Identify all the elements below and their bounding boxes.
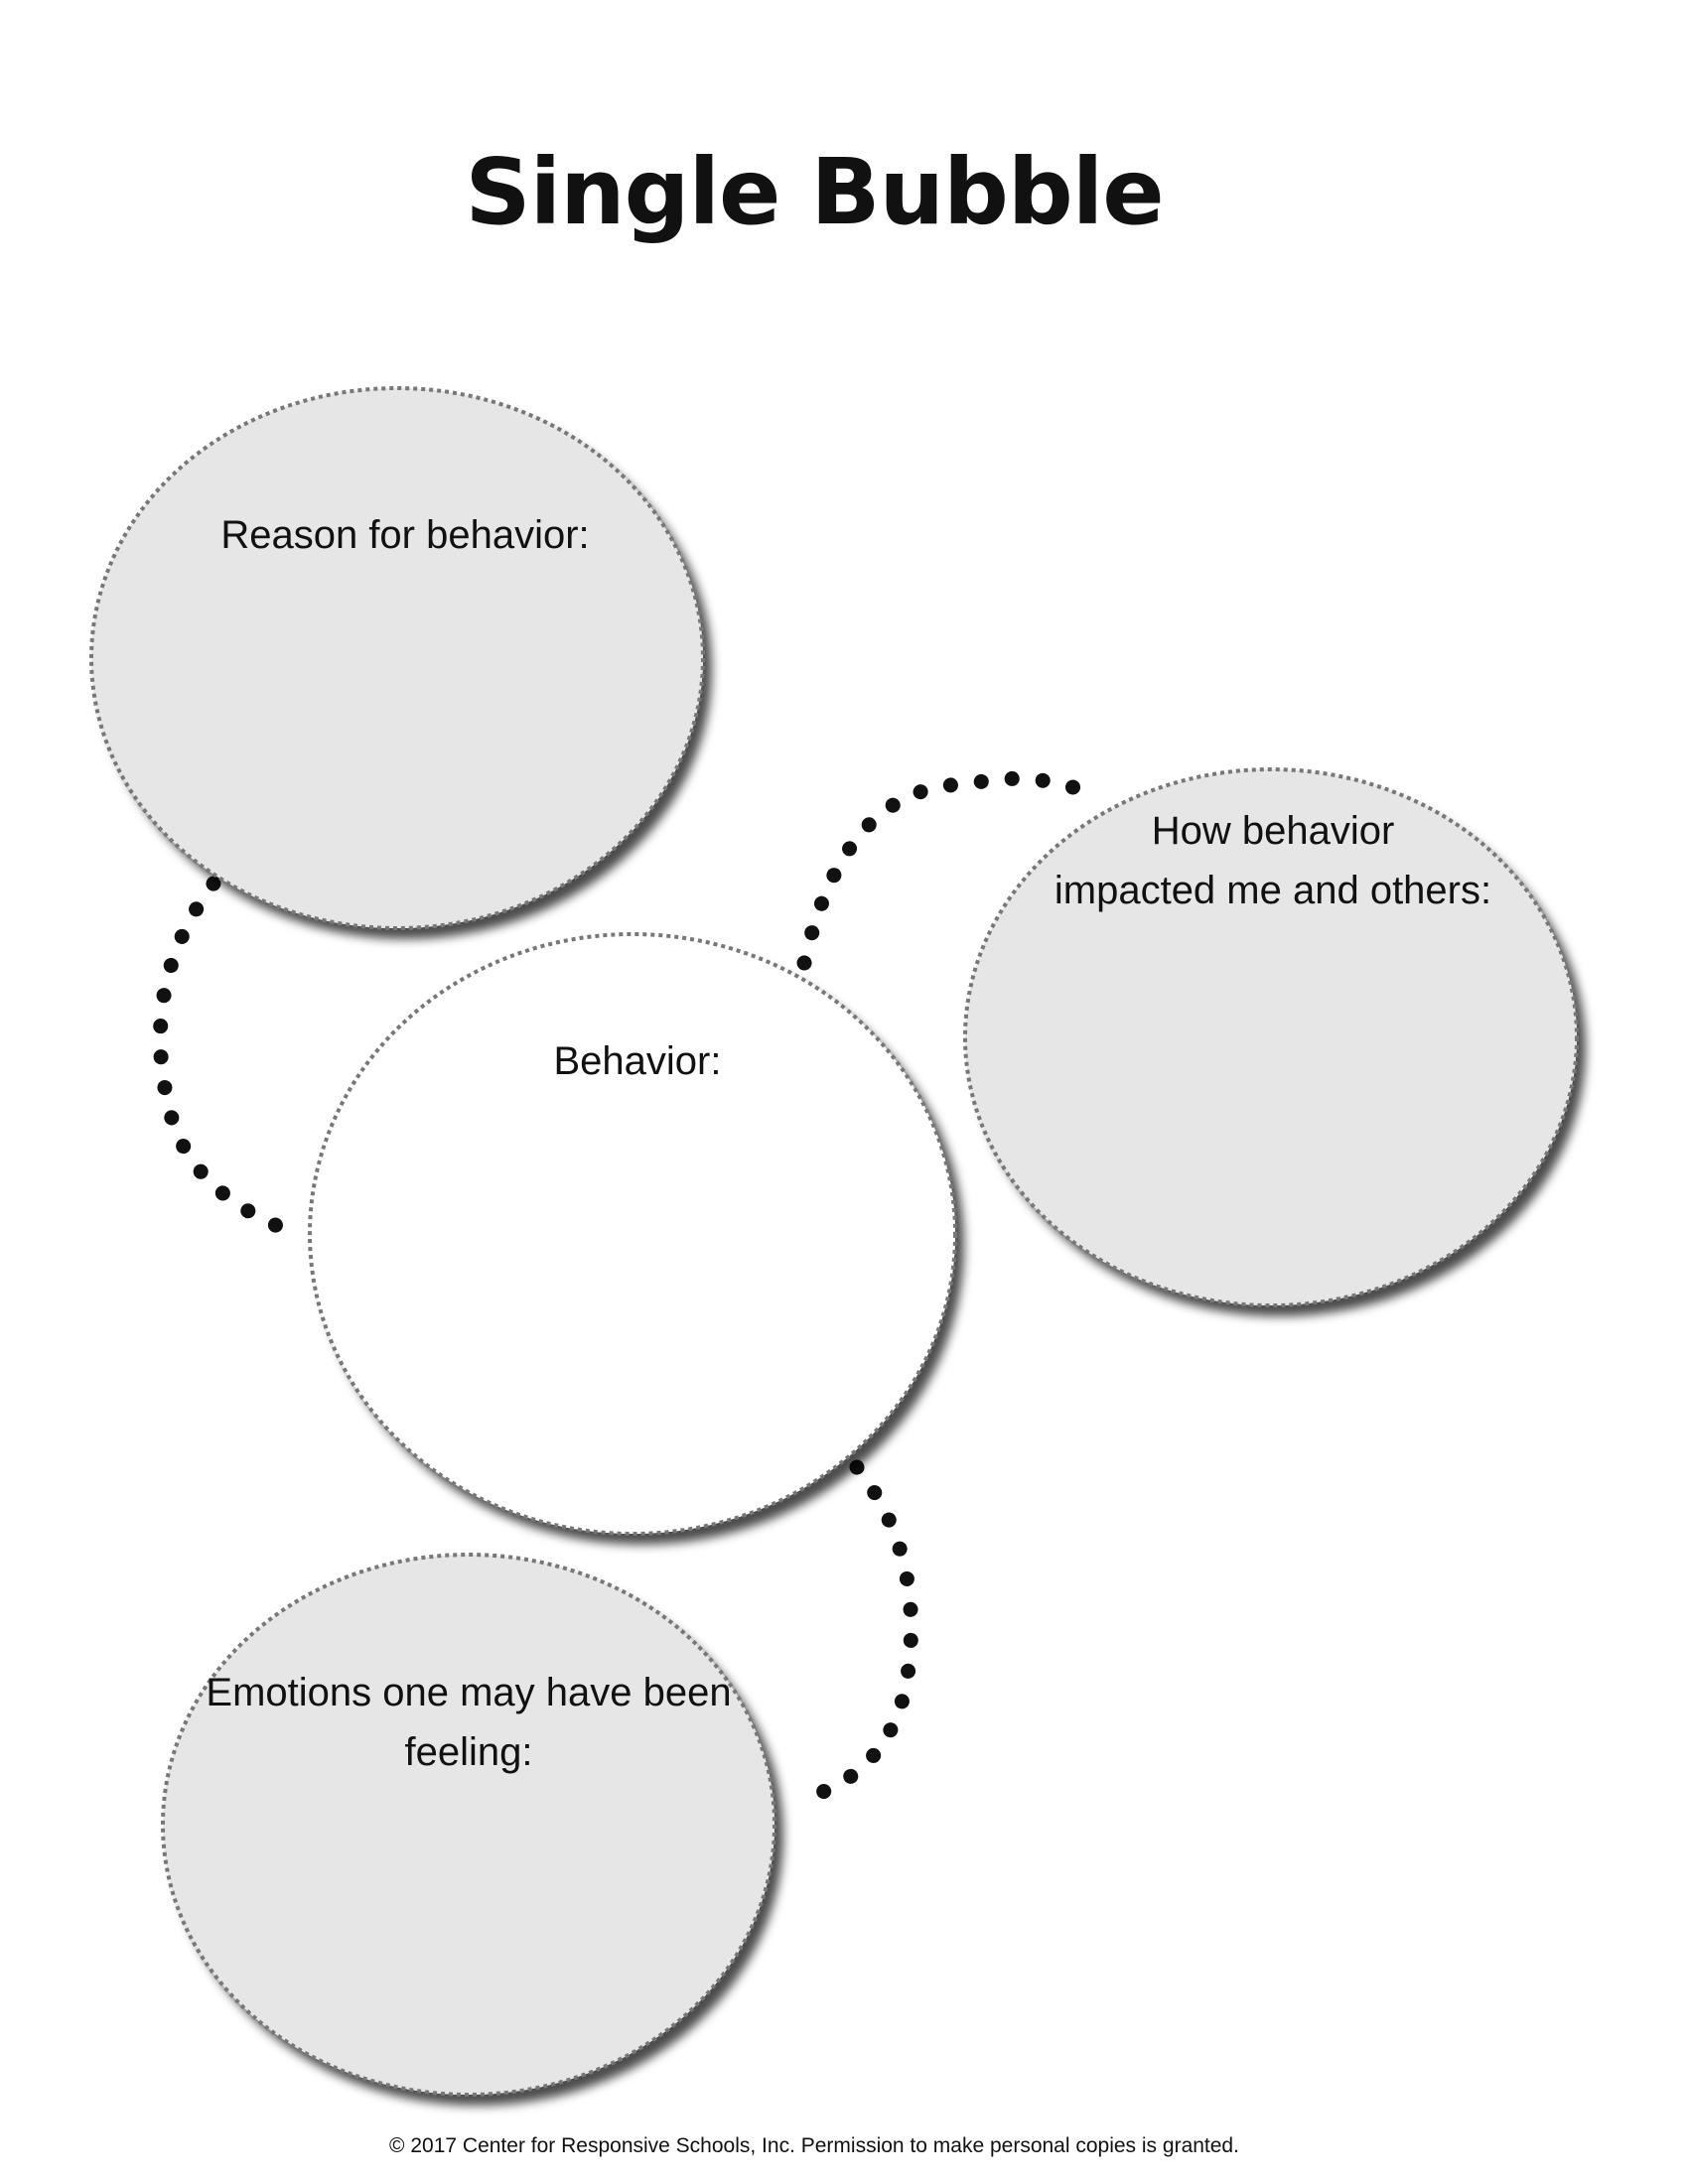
copyright-footer: © 2017 Center for Responsive Schools, In…	[389, 2134, 1239, 2157]
connector-behavior-impact	[796, 770, 1100, 971]
connector-reason-behavior	[153, 876, 311, 1244]
bubble-label-reason: Reason for behavior:	[220, 513, 589, 557]
connector-behavior-emotions	[791, 1459, 919, 1808]
bubble-reason-for-behavior[interactable]: Reason for behavior:	[89, 386, 705, 930]
bubble-label-emotions-line2: feeling:	[405, 1730, 533, 1774]
page-title: Single Bubble	[465, 139, 1164, 245]
bubble-behavior[interactable]: Behavior:	[308, 932, 957, 1536]
bubble-impact[interactable]: How behavior impacted me and others:	[963, 767, 1579, 1307]
bubble-emotions[interactable]: Emotions one may have been feeling:	[161, 1553, 776, 2097]
bubble-label-impact-line1: How behavior	[1152, 809, 1395, 853]
bubble-label-impact-line2: impacted me and others:	[1055, 869, 1491, 912]
bubble-label-emotions-line1: Emotions one may have been	[206, 1671, 731, 1714]
bubble-label-behavior: Behavior:	[554, 1039, 722, 1083]
